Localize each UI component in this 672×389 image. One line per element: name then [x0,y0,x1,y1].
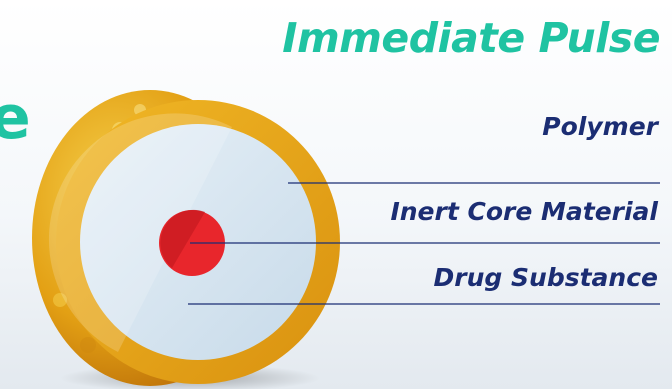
clipped-heading-fragment: s [0,14,1,60]
label-polymer: Polymer [542,112,658,141]
diagram-title: Immediate Pulse [282,14,660,62]
clipped-heading-fragment: e [0,83,31,153]
core-shade [160,209,205,268]
drug-layer-highlight [48,113,233,352]
label-drug-substance: Drug Substance [433,263,658,292]
label-inert-core-material: Inert Core Material [390,197,658,226]
